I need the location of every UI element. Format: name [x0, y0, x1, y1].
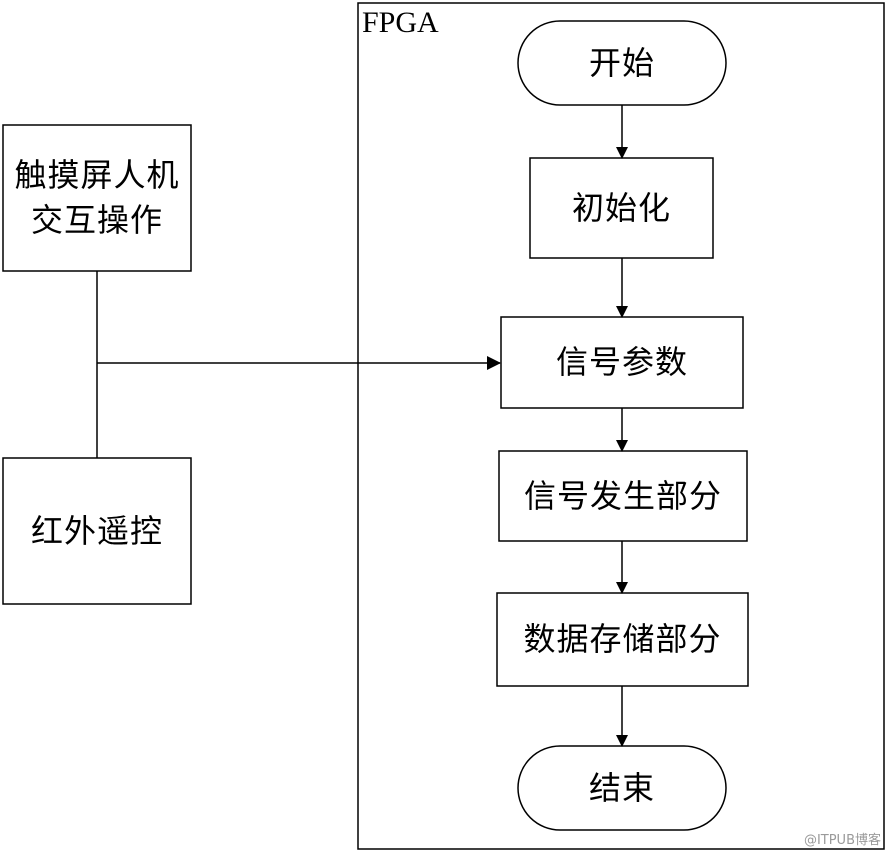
- watermark: @ITPUB博客: [803, 833, 881, 848]
- end-label: 结束: [588, 768, 655, 807]
- fpga-label: FPGA: [362, 6, 439, 39]
- start-label: 开始: [588, 43, 655, 82]
- touch-label: 触摸屏人机 交互操作: [14, 156, 180, 239]
- fpga-container: [357, 2, 885, 850]
- gen-label: 信号发生部分: [523, 476, 722, 515]
- remote-label: 红外遥控: [30, 511, 163, 550]
- store-label: 数据存储部分: [523, 620, 722, 659]
- init-label: 初始化: [571, 188, 671, 227]
- params-label: 信号参数: [555, 343, 688, 382]
